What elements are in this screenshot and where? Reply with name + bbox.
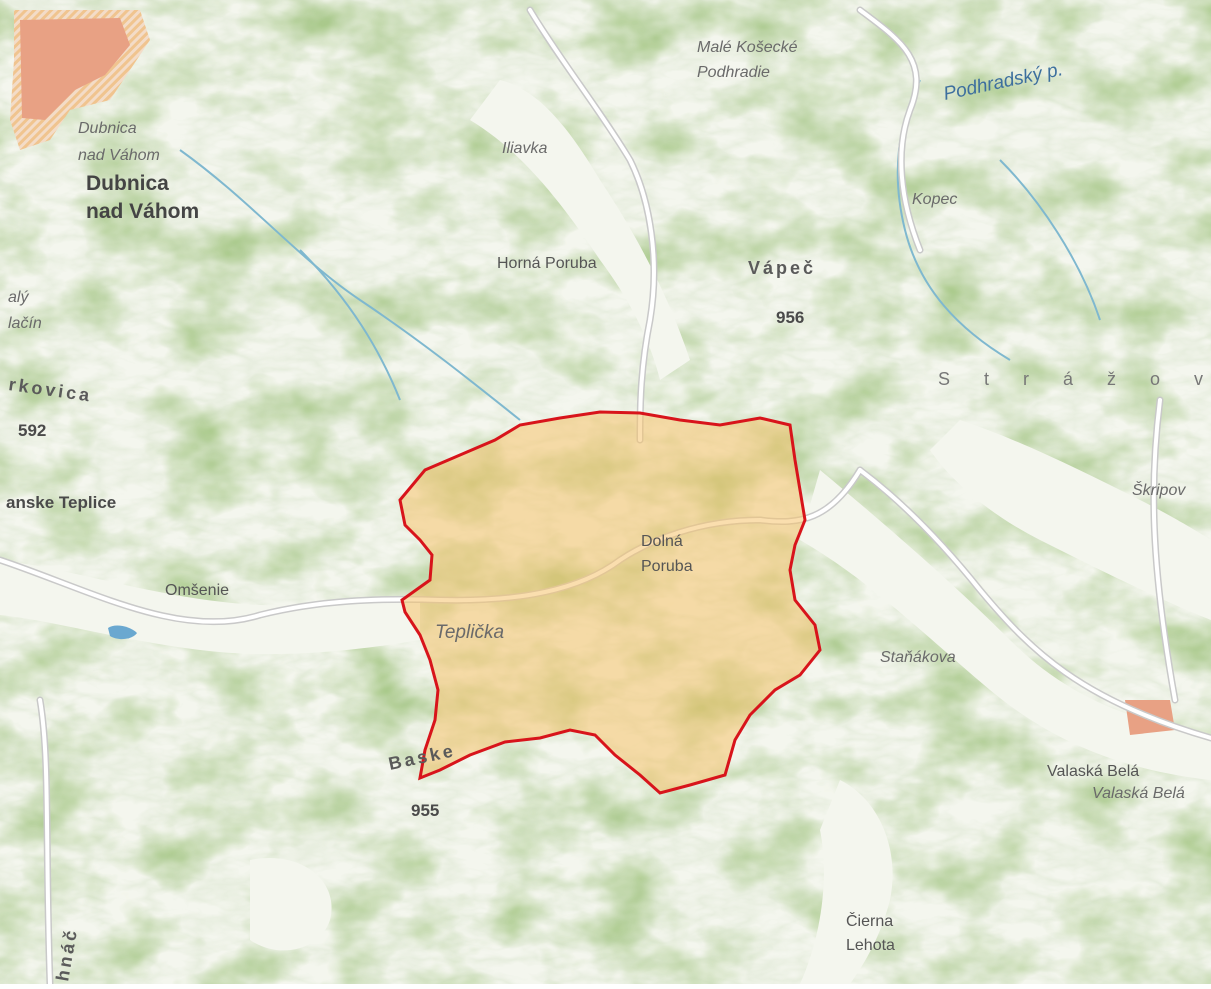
label-vapec: Vápeč	[748, 258, 816, 278]
label-kopec: Kopec	[912, 191, 957, 208]
label-dubnica-small-1: Dubnica	[78, 120, 137, 137]
label-dubnica-small-2: nad Váhom	[78, 147, 160, 164]
label-dubnica-town-2: nad Váhom	[86, 200, 199, 223]
label-iliavka: Iliavka	[502, 140, 547, 157]
label-peak-956: 956	[776, 308, 804, 327]
label-skripov: Škripov	[1132, 480, 1186, 499]
label-podhradie: Podhradie	[697, 64, 770, 81]
highlighted-area-dolna-poruba[interactable]	[398, 410, 822, 795]
valley-clearings	[0, 80, 1211, 984]
label-dolna: Dolná	[641, 533, 683, 550]
label-teplicka: Teplička	[435, 622, 504, 643]
label-strazov-region: Strážov	[938, 369, 1211, 389]
label-horna-poruba: Horná Poruba	[497, 255, 597, 272]
label-lehota: Lehota	[846, 937, 895, 954]
label-stankova: Staňákova	[880, 649, 956, 666]
label-valaska-bela-1: Valaská Belá	[1047, 763, 1139, 780]
label-peak-592: 592	[18, 421, 46, 440]
label-dubnica-town-1: Dubnica	[86, 172, 169, 195]
label-peak-955: 955	[411, 801, 439, 820]
label-omsenie: Omšenie	[165, 582, 229, 599]
label-poruba: Poruba	[641, 558, 693, 575]
label-klacin-fragment: lačín	[8, 315, 42, 332]
label-maly-fragment: alý	[8, 289, 29, 306]
label-valaska-bela-2: Valaská Belá	[1092, 785, 1185, 802]
urban-core-dubnica	[20, 18, 130, 120]
label-cierna: Čierna	[846, 911, 893, 930]
pond	[108, 625, 137, 640]
label-teplice-fragment: anske Teplice	[6, 493, 116, 512]
label-male-kosecke: Malé Košecké	[697, 39, 798, 56]
